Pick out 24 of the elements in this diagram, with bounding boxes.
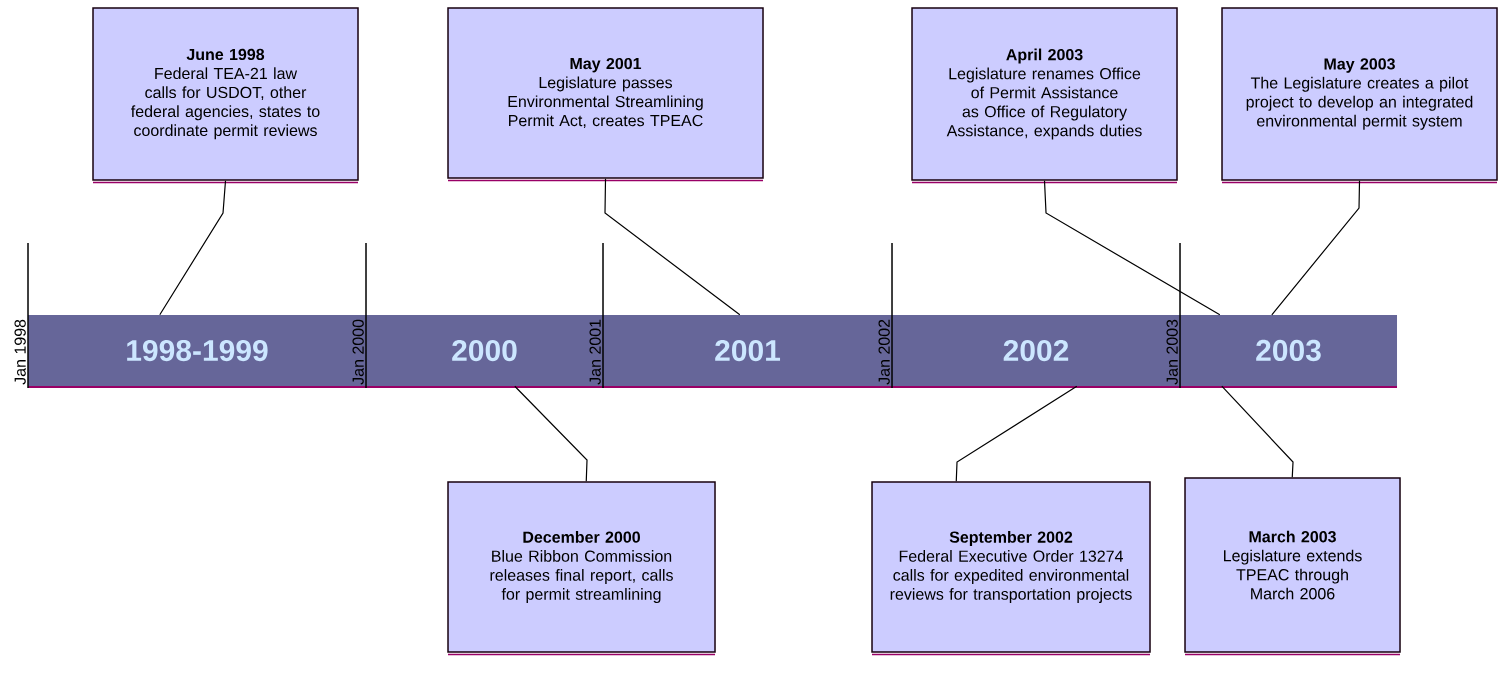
node-label: 2002 bbox=[1003, 339, 1069, 362]
date-label: Jan 2002 bbox=[878, 319, 890, 385]
date-label: Jan 2000 bbox=[352, 319, 364, 385]
event-box: December 2000 Blue Ribbon Commission releases final report, calls for permit streamlining bbox=[447, 481, 716, 656]
leader-line bbox=[1221, 385, 1294, 478]
event-box: May 2001 Legislature passes Environmental Streamlining Permit Act, creates TPEAC bbox=[447, 7, 764, 182]
leader-line bbox=[514, 385, 588, 482]
event-box: September 2002 Federal Executive Order 13274 calls for expedited environmental reviews for transportation projects bbox=[871, 481, 1151, 656]
leader-line bbox=[604, 178, 741, 316]
date-label: Jan 2003 bbox=[1166, 319, 1178, 385]
node-label: 1998-1999 bbox=[127, 339, 268, 362]
timeline-segment: 2003 bbox=[1179, 315, 1398, 388]
date-label: Jan 2001 bbox=[589, 319, 601, 385]
node-label: 2000 bbox=[452, 339, 517, 362]
event-box: April 2003 Legislature renames Office of Permit Assistance as Office of Regulatory Assistance, expands duties bbox=[911, 7, 1178, 184]
node-label: 2001 bbox=[715, 339, 781, 362]
leader-line bbox=[1043, 180, 1221, 316]
event-box: March 2003 Legislature extends TPEAC through March 2006 bbox=[1184, 477, 1401, 656]
node-label: 2003 bbox=[1256, 339, 1321, 362]
event-box: June 1998 Federal TEA-21 law calls for USDOT, other federal agencies, states to coordinate permit reviews bbox=[92, 7, 359, 184]
event-box: May 2003 The Legislature creates a pilot project to develop an integrated environmental permit system bbox=[1221, 7, 1498, 184]
leader-line bbox=[159, 180, 227, 316]
leader-line bbox=[1271, 180, 1361, 316]
leader-line bbox=[955, 385, 1078, 482]
